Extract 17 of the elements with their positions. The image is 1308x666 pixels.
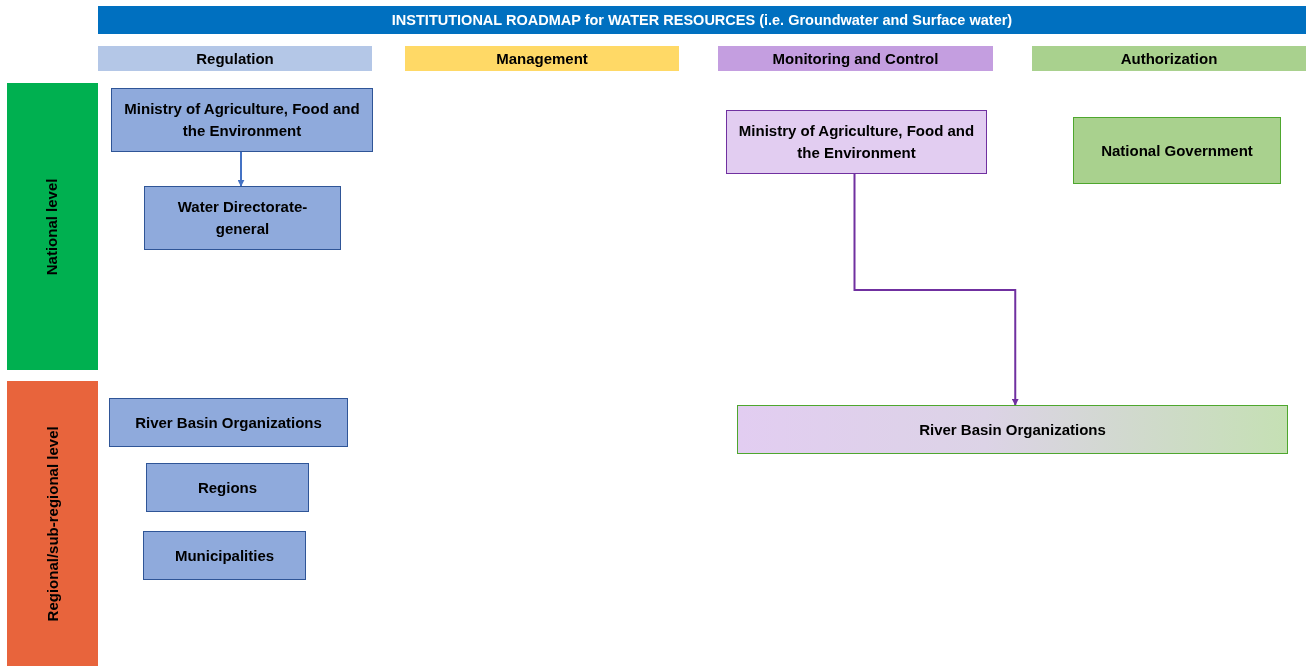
column-header: Regulation — [98, 46, 372, 71]
organization-box: Municipalities — [143, 531, 306, 580]
arrow — [237, 151, 245, 187]
organization-box: National Government — [1073, 117, 1281, 184]
organization-box: Ministry of Agriculture, Food and the Environment — [726, 110, 987, 174]
column-header: Management — [405, 46, 679, 71]
row-band: National level — [7, 83, 98, 370]
organization-box: Ministry of Agriculture, Food and the Environment — [111, 88, 373, 152]
organization-box: River Basin Organizations — [737, 405, 1288, 454]
column-header: Authorization — [1032, 46, 1306, 71]
organization-box: River Basin Organizations — [109, 398, 348, 447]
organization-box: Regions — [146, 463, 309, 512]
arrow — [853, 173, 1019, 406]
organization-box: Water Directorate-general — [144, 186, 341, 250]
row-band: Regional/sub-regional level — [7, 381, 98, 666]
title-banner: INSTITUTIONAL ROADMAP for WATER RESOURCES (i.e. Groundwater and Surface water) — [98, 6, 1306, 34]
column-header: Monitoring and Control — [718, 46, 993, 71]
